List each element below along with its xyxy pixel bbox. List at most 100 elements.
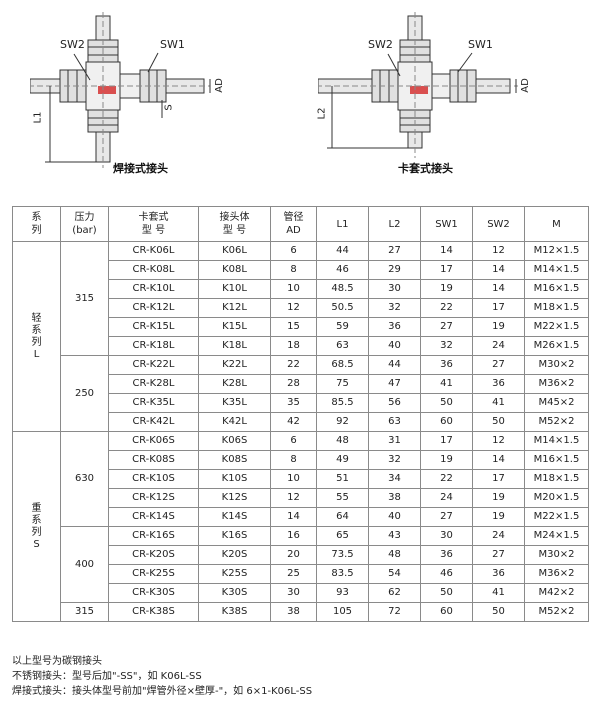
table-cell: 65 <box>316 526 369 546</box>
column-header-text: 系 <box>31 212 42 223</box>
series-label-char: 系 <box>31 514 42 526</box>
table-cell: 8 <box>270 260 317 280</box>
ferrule-caption: 卡套式接头 <box>398 162 453 175</box>
column-header-text: M <box>552 218 561 230</box>
table-cell: CR-K28L <box>108 374 199 394</box>
table-cell: 19 <box>472 488 525 508</box>
table-cell: M18×1.5 <box>524 298 589 318</box>
table-cell: M36×2 <box>524 564 589 584</box>
table-cell: 44 <box>316 241 369 261</box>
table-cell: M16×1.5 <box>524 279 589 299</box>
s-label: S <box>163 104 175 111</box>
table-cell: 41 <box>420 374 473 394</box>
table-cell: 25 <box>270 564 317 584</box>
table-cell: 12 <box>270 488 317 508</box>
table-cell: CR-K12S <box>108 488 199 508</box>
table-cell: CR-K38S <box>108 602 199 622</box>
note-line: 焊接式接头：接头体型号前加"焊管外径×壁厚-"，如 6×1-K06L-SS <box>12 686 313 697</box>
table-cell: M16×1.5 <box>524 450 589 470</box>
table-cell: 30 <box>270 583 317 603</box>
table-cell: 6 <box>270 241 317 261</box>
table-cell: 42 <box>270 412 317 432</box>
series-label-char: S <box>33 538 40 550</box>
table-cell: 75 <box>316 374 369 394</box>
pressure-cell: 315 <box>60 602 109 622</box>
table-cell: 17 <box>420 431 473 451</box>
table-cell: K22L <box>198 355 271 375</box>
table-cell: M22×1.5 <box>524 317 589 337</box>
column-header: 压力(bar) <box>60 206 109 242</box>
column-header-text: 管径 <box>283 212 304 223</box>
table-cell: 50.5 <box>316 298 369 318</box>
welded-fitting-drawing <box>30 12 211 168</box>
table-cell: CR-K10L <box>108 279 199 299</box>
pressure-cell: 250 <box>60 355 109 432</box>
series-label-char: L <box>33 348 40 360</box>
table-cell: 38 <box>270 602 317 622</box>
table-cell: 64 <box>316 507 369 527</box>
table-cell: M52×2 <box>524 602 589 622</box>
table-cell: 29 <box>368 260 421 280</box>
table-cell: CR-K08S <box>108 450 199 470</box>
table-cell: CR-K12L <box>108 298 199 318</box>
table-cell: CR-K20S <box>108 545 199 565</box>
table-cell: 36 <box>472 564 525 584</box>
welded-fitting-diagram: SW2 SW1 L1 S AD <box>30 8 250 188</box>
table-cell: 17 <box>472 469 525 489</box>
series-label-char: 重 <box>31 502 42 514</box>
welded-caption: 焊接式接头 <box>113 162 168 175</box>
table-cell: 105 <box>316 602 369 622</box>
table-cell: 19 <box>472 317 525 337</box>
table-cell: 38 <box>368 488 421 508</box>
table-cell: 63 <box>368 412 421 432</box>
table-cell: 36 <box>472 374 525 394</box>
table-cell: K30S <box>198 583 271 603</box>
table-cell: K42L <box>198 412 271 432</box>
table-cell: 14 <box>472 279 525 299</box>
table-cell: 27 <box>420 507 473 527</box>
table-cell: CR-K10S <box>108 469 199 489</box>
note-line: 以上型号为碳钢接头 <box>12 656 102 667</box>
column-header-text: L2 <box>388 218 401 230</box>
table-cell: 27 <box>420 317 473 337</box>
table-cell: K18L <box>198 336 271 356</box>
table-cell: 8 <box>270 450 317 470</box>
table-cell: 31 <box>368 431 421 451</box>
table-cell: 50 <box>472 412 525 432</box>
table-cell: CR-K06S <box>108 431 199 451</box>
table-cell: K10S <box>198 469 271 489</box>
pressure-cell: 400 <box>60 526 109 603</box>
table-cell: 16 <box>270 526 317 546</box>
ad-label: AD <box>213 78 225 93</box>
table-cell: 41 <box>472 393 525 413</box>
notes: 以上型号为碳钢接头 不锈钢接头：型号后加"-SS"，如 K06L-SS 焊接式接… <box>12 654 312 699</box>
table-cell: 55 <box>316 488 369 508</box>
table-cell: 24 <box>420 488 473 508</box>
table-cell: 6 <box>270 431 317 451</box>
column-header-text: (bar) <box>72 225 97 236</box>
table-cell: 32 <box>368 450 421 470</box>
table-cell: 12 <box>472 431 525 451</box>
table-cell: 40 <box>368 507 421 527</box>
table-cell: 54 <box>368 564 421 584</box>
table-cell: CR-K14S <box>108 507 199 527</box>
table-cell: K08L <box>198 260 271 280</box>
table-cell: CR-K06L <box>108 241 199 261</box>
table-cell: 92 <box>316 412 369 432</box>
table-cell: M24×1.5 <box>524 526 589 546</box>
table-cell: 51 <box>316 469 369 489</box>
table-cell: K25S <box>198 564 271 584</box>
table-cell: 48 <box>368 545 421 565</box>
table-cell: K14S <box>198 507 271 527</box>
table-cell: 10 <box>270 279 317 299</box>
table-cell: K10L <box>198 279 271 299</box>
table-cell: 93 <box>316 583 369 603</box>
